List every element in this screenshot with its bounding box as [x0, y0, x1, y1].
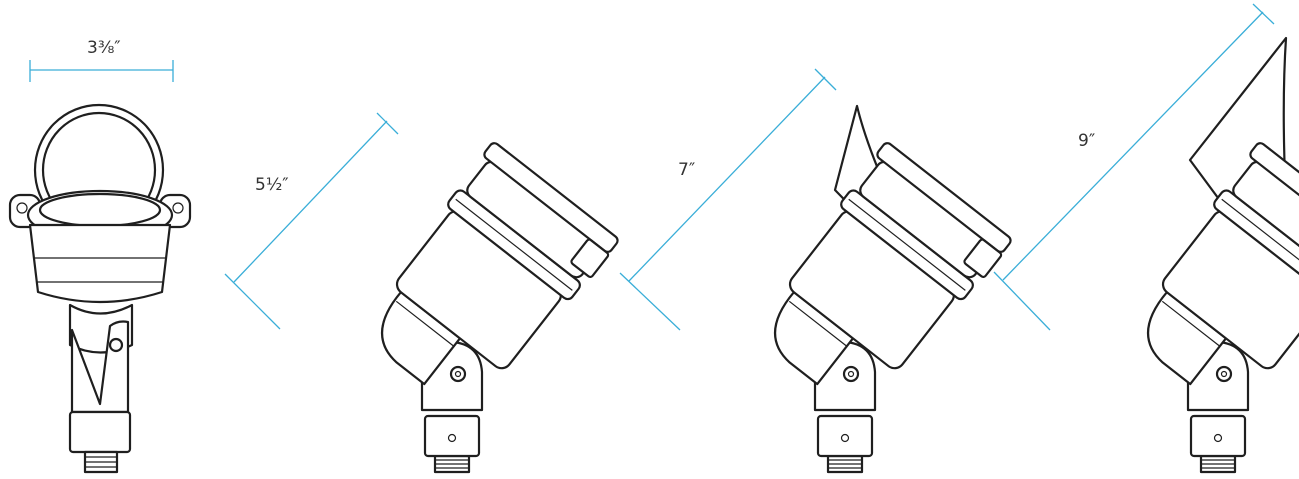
front-view-fixture — [8, 60, 192, 474]
side-view-fixture-medium — [619, 68, 1015, 474]
medium-height-label: 7″ — [678, 160, 696, 180]
side-view-fixture-long — [993, 3, 1299, 474]
long-height-label: 9″ — [1078, 131, 1096, 151]
short-height-label: 5½″ — [255, 175, 289, 195]
side-view-fixture-short — [224, 112, 622, 474]
front-width-label: 3⅜″ — [87, 38, 121, 58]
